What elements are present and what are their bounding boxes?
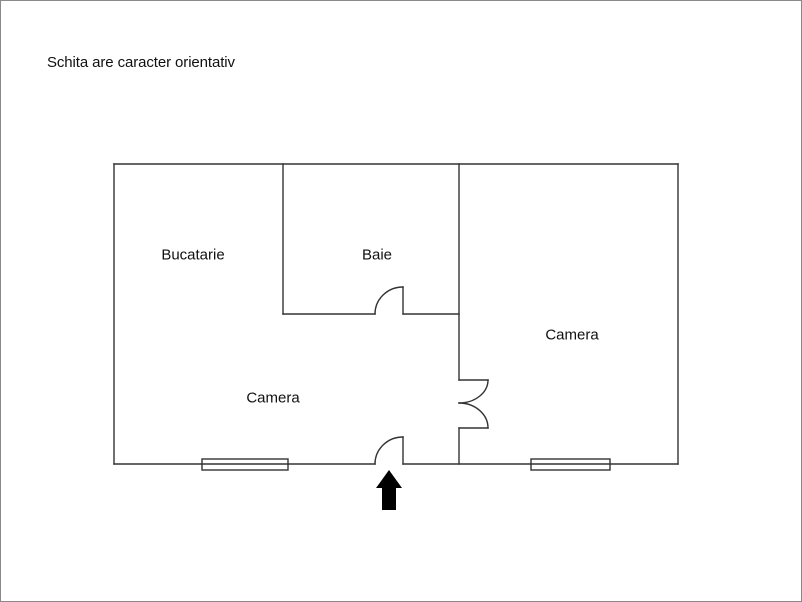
- outer-walls: [113, 163, 679, 465]
- room-label-bathroom: Baie: [361, 246, 393, 264]
- disclaimer-note: Schita are caracter orientativ: [47, 54, 235, 71]
- window-right: [530, 458, 611, 471]
- arrow-up-icon: [376, 470, 402, 510]
- bedroom-door: [458, 379, 489, 429]
- room-label-kitchen: Bucatarie: [161, 246, 225, 264]
- room-label-bedroom: Camera: [545, 326, 599, 344]
- window-left: [201, 458, 289, 471]
- bathroom-door: [374, 286, 404, 315]
- interior-walls: [282, 163, 460, 465]
- entrance-door: [374, 436, 404, 465]
- room-label-living-room: Camera: [246, 389, 300, 407]
